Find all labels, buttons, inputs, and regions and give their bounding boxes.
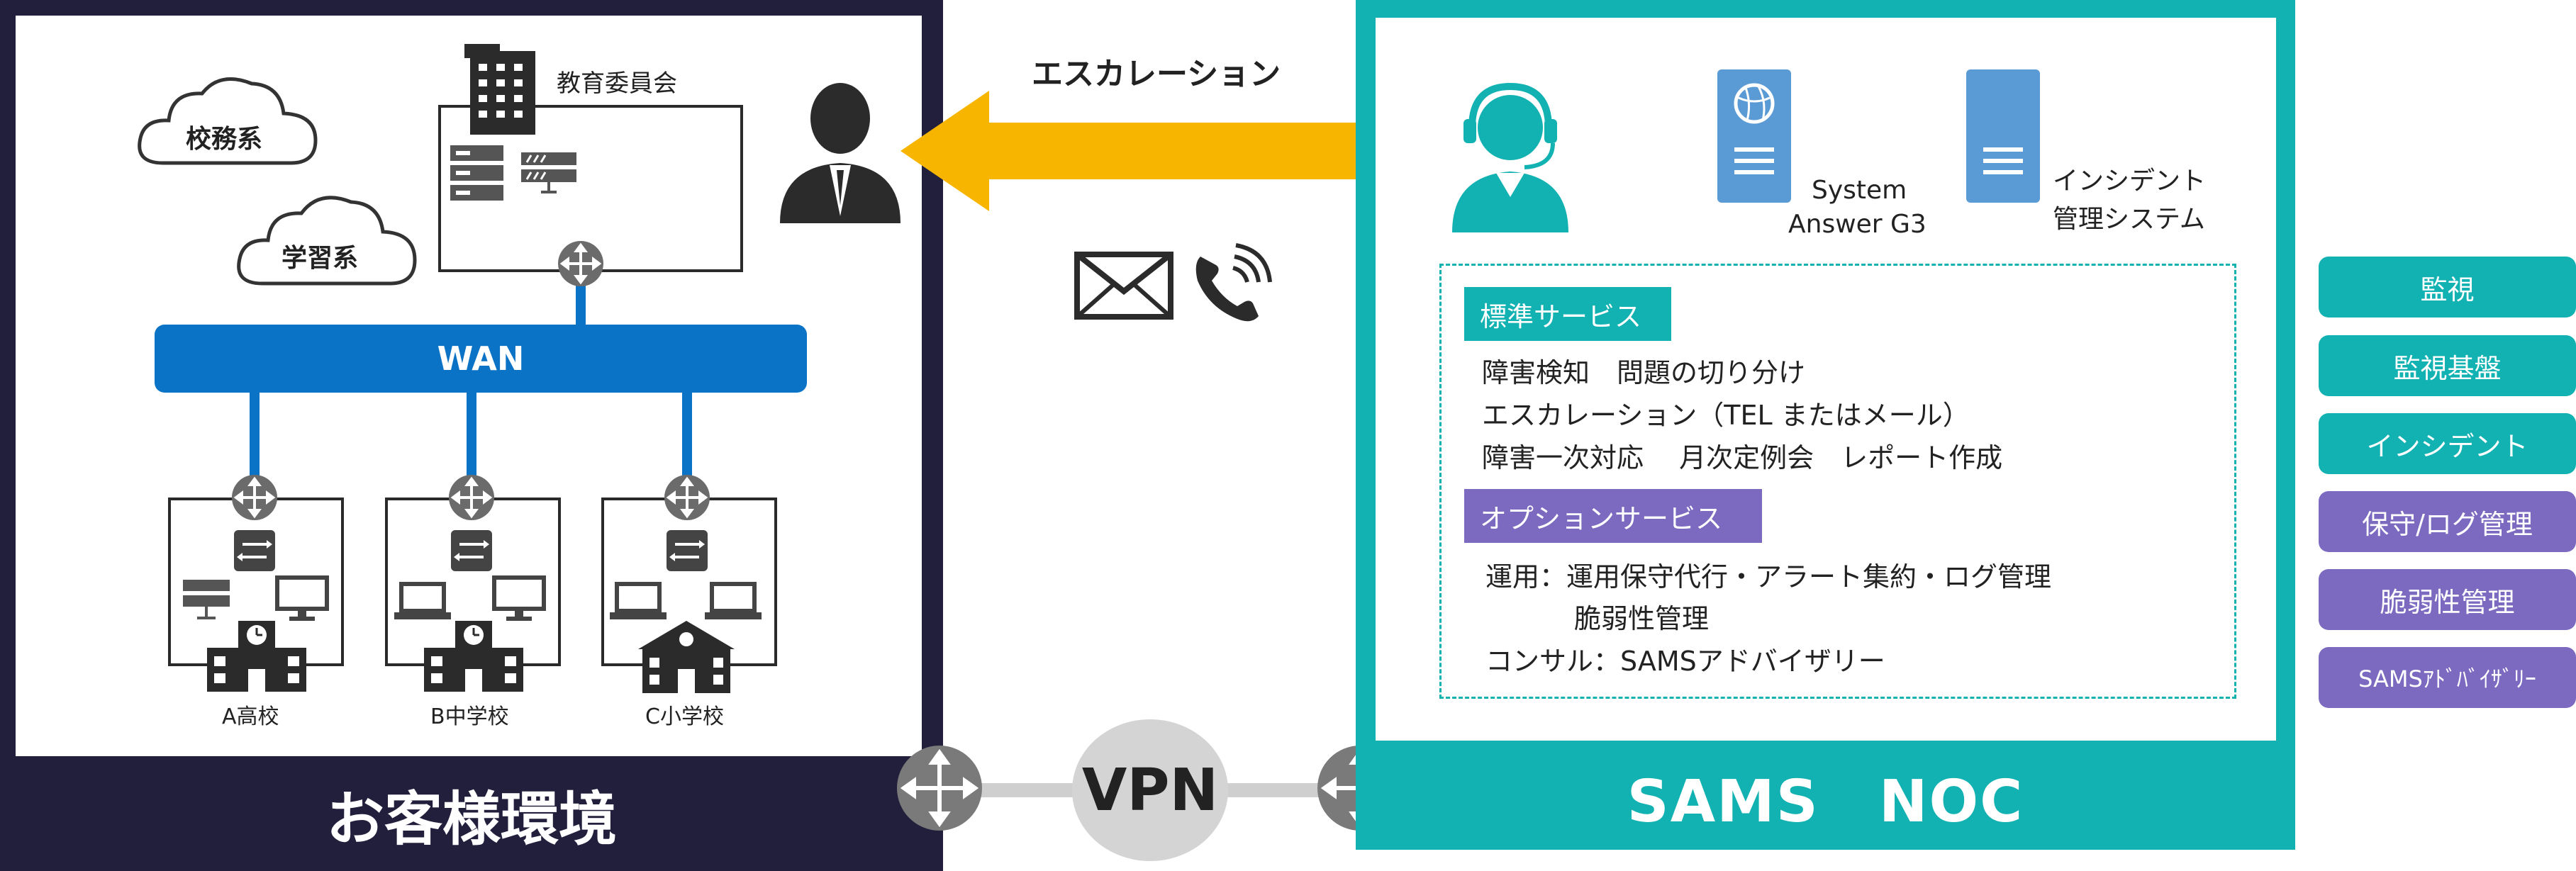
cloud-label-learning: 学習系 [281,244,359,273]
sams-noc-title: SAMS NOC [1627,768,2024,836]
monitor-icon [492,575,546,621]
side-item-monitoring: 監視 [2319,257,2576,318]
standard-service-line: エスカレーション（TEL またはメール） [1482,400,1970,431]
server-icon [1717,69,1791,203]
operator-headset-icon [1452,82,1568,232]
school-c-wan-link [682,393,692,478]
wan-bar: WAN [155,325,807,393]
cloud-icon [138,77,318,165]
school-a-wan-link [250,393,260,478]
side-item-maintenance-log: 保守/ログ管理 [2319,491,2576,552]
school-label-b: B中学校 [430,704,509,729]
cloud-label-administration: 校務系 [186,125,263,154]
school-label-c: C小学校 [645,704,724,729]
side-item-advisory: SAMSｱﾄﾞﾊﾞｲｻﾞﾘｰ [2319,647,2576,708]
school-label-a: A高校 [222,704,279,729]
server-icon [183,580,230,619]
side-item-vulnerability: 脆弱性管理 [2319,569,2576,630]
incident-system-label-line1: インシデント [2053,167,2207,196]
services-box [1439,264,2236,699]
switch-icon [667,530,708,571]
mail-icon [1074,252,1173,320]
option-service-line: コンサル：SAMSアドバイザリー [1485,646,1885,677]
server-rack-icon [450,145,503,201]
monitor-icon [275,575,329,621]
switch-icon [451,530,492,571]
router-icon [449,475,494,520]
laptop-icon [705,582,762,619]
system-answer-label-line1: System [1812,176,1907,205]
board-wan-link [576,280,586,326]
option-service-line: 運用：運用保守代行・アラート集約・ログ管理 [1485,561,2052,592]
router-icon [897,746,982,831]
school-building-icon [207,621,306,692]
router-icon [664,475,710,520]
switch-icon [234,530,275,571]
cloud-icon [237,196,417,286]
phone-icon [1195,243,1272,322]
building-icon [464,44,535,135]
option-service-tag: オプションサービス [1464,489,1762,543]
standard-service-tag: 標準サービス [1464,287,1671,341]
school-b-wan-link [467,393,476,478]
escalation-label: エスカレーション [1032,56,1281,92]
option-service-line: 脆弱性管理 [1574,603,1710,634]
side-item-monitoring-platform: 監視基盤 [2319,335,2576,396]
system-answer-label-line2: Answer G3 [1788,210,1927,239]
router-icon [558,241,603,286]
school-building-icon [638,621,735,693]
standard-service-line: 障害一次対応 月次定例会 レポート作成 [1482,442,2003,473]
vpn-badge: VPN [1072,719,1228,861]
customer-environment-title: お客様環境 [325,785,617,853]
customer-staff-icon [780,83,901,223]
side-item-incident: インシデント [2319,413,2576,474]
laptop-icon [610,582,667,619]
router-icon [232,475,277,520]
school-building-icon [424,621,523,692]
switch-icon [521,152,576,193]
escalation-arrow [901,91,1420,211]
board-of-education-label: 教育委員会 [557,69,677,98]
standard-service-line: 障害検知 問題の切り分け [1482,357,1806,388]
server-icon [1966,69,2040,203]
incident-system-label-line2: 管理システム [2053,205,2205,234]
laptop-icon [394,582,451,619]
